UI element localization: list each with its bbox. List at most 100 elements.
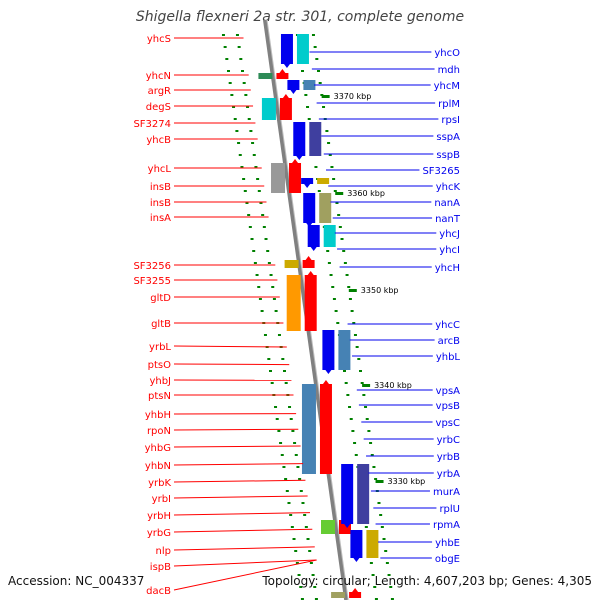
left-gene-label: yrbK	[148, 478, 171, 489]
right-gene-label: yrbB	[437, 452, 460, 463]
right-gene-label: yhcK	[436, 182, 461, 193]
track-dot	[314, 166, 318, 168]
left-gene-label: yhbH	[145, 410, 171, 421]
track-dot	[296, 466, 300, 468]
left-gene-label: yhcL	[148, 164, 172, 175]
track-dot	[239, 58, 243, 60]
track-dot	[274, 406, 278, 408]
track-dot	[271, 286, 275, 288]
track-dot	[346, 394, 350, 396]
right-gene-label: vpsC	[436, 418, 460, 429]
track-dot	[334, 310, 338, 312]
track-dot	[374, 478, 378, 480]
scale-tick-label: 3360 kbp	[347, 189, 385, 198]
track-dot	[360, 382, 364, 384]
track-dot	[326, 250, 330, 252]
feature-block-left	[286, 275, 301, 331]
track-dot	[258, 298, 262, 300]
track-dot	[335, 202, 339, 204]
left-leader-line	[173, 479, 306, 483]
right-gene-label: nanT	[435, 214, 461, 225]
left-leader-line	[173, 463, 304, 466]
reverse-gene	[303, 193, 316, 223]
track-dot	[237, 142, 241, 144]
track-dot	[282, 466, 286, 468]
left-gene-label: ptsO	[148, 360, 171, 371]
left-gene-label: yrbL	[149, 342, 171, 353]
track-dot	[244, 94, 248, 96]
forward-gene-arrow	[289, 159, 302, 167]
track-dot	[301, 70, 304, 72]
track-dot	[306, 106, 310, 108]
track-dot	[372, 466, 376, 468]
track-dot	[257, 190, 261, 192]
reverse-gene-arrow	[322, 366, 335, 374]
feature-block-left	[258, 73, 273, 79]
right-gene-label: vpsB	[436, 401, 460, 412]
scale-tick-label: 3350 kbp	[361, 286, 399, 295]
track-dot	[263, 334, 267, 336]
feature-block-right	[303, 80, 316, 90]
track-dot	[307, 118, 311, 120]
track-dot	[259, 202, 263, 204]
track-dot	[242, 178, 246, 180]
track-dot	[315, 58, 319, 60]
track-dot	[294, 454, 298, 456]
track-dot	[344, 382, 348, 384]
track-dot	[299, 490, 303, 492]
map-title: Shigella flexneri 2a str. 301, complete …	[135, 9, 465, 25]
track-dot	[390, 598, 394, 600]
reverse-gene	[287, 80, 300, 90]
forward-gene-arrow	[319, 380, 332, 388]
track-dot	[380, 526, 384, 528]
track-dot	[353, 334, 357, 336]
left-gene-label: insB	[150, 182, 171, 193]
track-dot	[306, 538, 310, 540]
left-leader-line	[173, 546, 315, 551]
left-gene-label: yrbG	[147, 528, 171, 539]
track-dot	[354, 454, 358, 456]
track-dot	[314, 598, 318, 600]
right-gene-label: nanA	[434, 198, 460, 209]
forward-gene	[319, 384, 332, 474]
track-dot	[233, 118, 237, 120]
feature-block-right	[309, 122, 322, 156]
left-gene-label: rpoN	[147, 426, 171, 437]
track-dot	[304, 94, 308, 96]
track-dot	[338, 226, 342, 228]
track-dot	[337, 214, 341, 216]
track-dot	[221, 34, 225, 36]
right-gene-label: yhcJ	[439, 229, 460, 240]
track-dot	[322, 106, 326, 108]
reverse-gene-arrow	[293, 152, 306, 160]
track-dot	[290, 526, 294, 528]
track-dot	[280, 454, 284, 456]
track-dot	[267, 358, 271, 360]
track-dot	[267, 262, 271, 264]
track-dot	[235, 130, 239, 132]
scale-tick-label: 3370 kbp	[334, 92, 372, 101]
track-dot	[300, 598, 304, 600]
track-dot	[256, 178, 260, 180]
track-dot	[343, 370, 346, 372]
track-dot	[348, 298, 352, 300]
track-dot	[228, 82, 232, 84]
left-gene-label: yhcS	[147, 34, 171, 45]
track-dot	[311, 34, 315, 36]
left-leader-line	[173, 495, 308, 499]
track-dot	[269, 370, 272, 372]
reverse-gene-arrow	[303, 219, 316, 227]
left-gene-label: yrbI	[152, 494, 171, 505]
forward-gene	[304, 275, 317, 331]
track-dot	[303, 514, 307, 516]
track-dot	[332, 298, 336, 300]
reverse-gene-arrow	[307, 243, 320, 251]
track-dot	[250, 238, 254, 240]
feature-block-right	[366, 530, 379, 558]
forward-gene	[289, 163, 302, 193]
track-dot	[332, 178, 336, 180]
reverse-gene-arrow	[350, 554, 363, 562]
right-gene-label: rpmA	[433, 520, 460, 531]
track-dot	[291, 430, 295, 432]
right-gene-label: yhcM	[434, 81, 460, 92]
